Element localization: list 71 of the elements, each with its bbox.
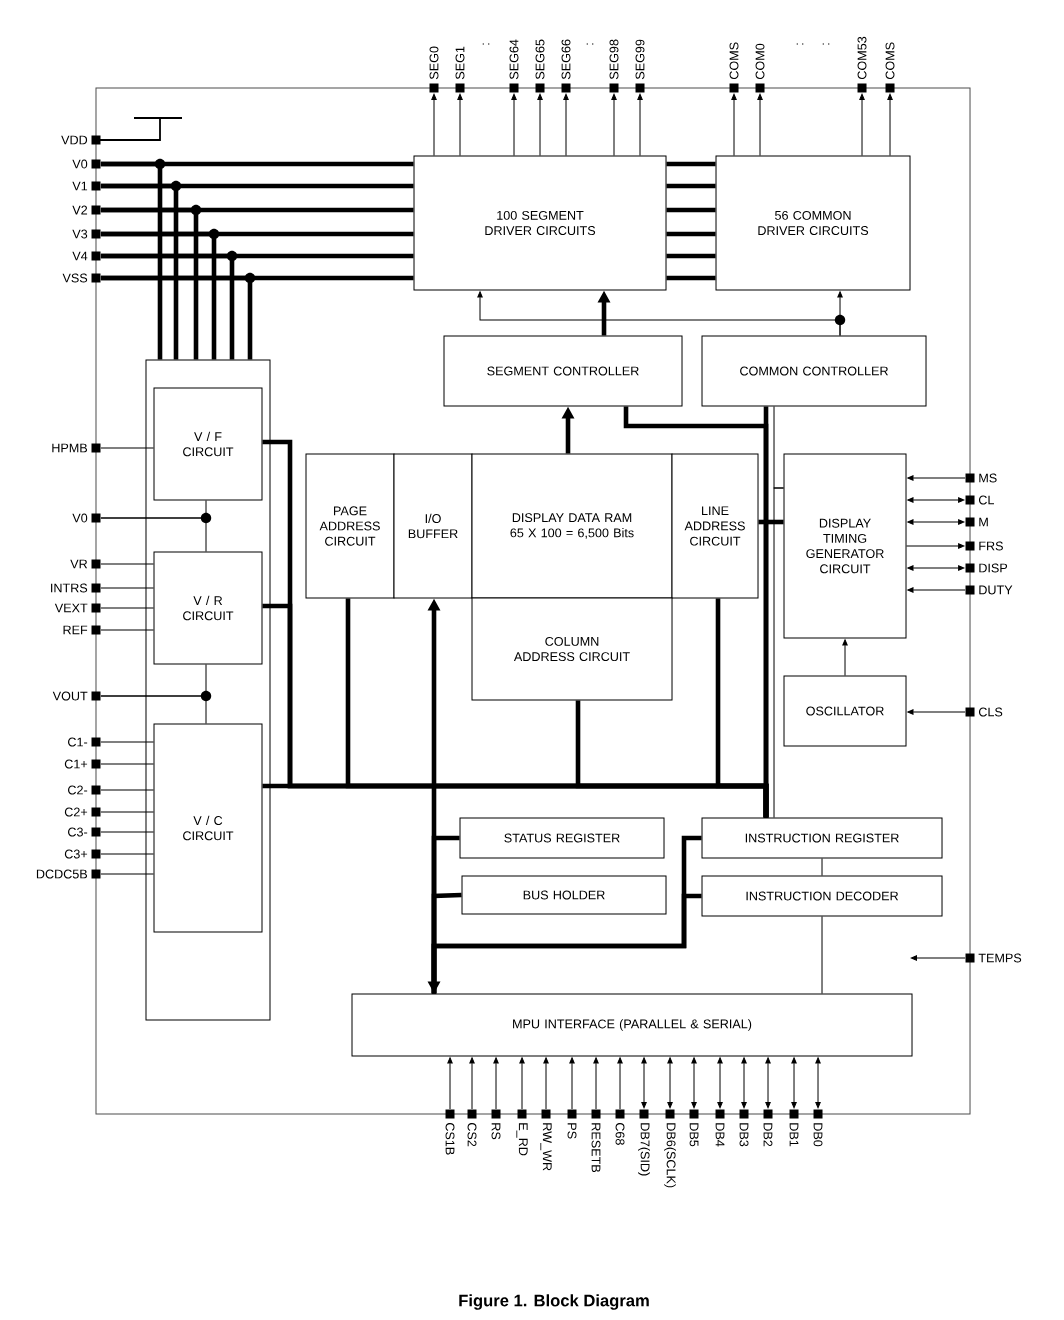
connection-line xyxy=(100,763,154,765)
arrow xyxy=(611,93,617,156)
arrow xyxy=(447,1057,453,1110)
connection-line xyxy=(100,207,199,360)
arrow xyxy=(906,543,965,549)
arrow xyxy=(569,1057,575,1110)
connection-line xyxy=(773,487,784,818)
figure-caption: Figure 1. Block Diagram xyxy=(459,1294,649,1310)
arrow xyxy=(907,497,965,503)
connection-line xyxy=(666,275,716,281)
connection-line xyxy=(100,183,179,360)
connection-line xyxy=(100,563,154,565)
connection-line xyxy=(100,873,154,875)
arrow xyxy=(837,291,843,336)
arrow xyxy=(637,93,643,156)
arrow xyxy=(511,93,517,156)
arrow xyxy=(757,93,763,156)
connection-line xyxy=(100,517,207,552)
connection-line xyxy=(100,231,217,360)
arrow xyxy=(431,93,437,156)
connection-line xyxy=(100,695,207,724)
connection-line xyxy=(821,916,823,994)
arrow xyxy=(907,519,965,525)
arrow xyxy=(765,1057,771,1109)
connection-line xyxy=(100,741,154,743)
connection-line xyxy=(100,275,253,360)
arrow xyxy=(593,1057,599,1110)
connection-line xyxy=(100,811,154,813)
connection-line xyxy=(763,406,769,818)
arrow xyxy=(537,93,543,156)
arrow xyxy=(457,93,463,156)
arrow xyxy=(887,93,893,156)
arrow xyxy=(617,1057,623,1110)
connection-line xyxy=(666,161,716,167)
arrow xyxy=(717,1057,723,1109)
arrow xyxy=(907,587,966,593)
arrow xyxy=(791,1057,797,1109)
connection-line xyxy=(100,587,154,589)
arrow xyxy=(563,93,569,156)
arrow xyxy=(641,1057,647,1109)
connection-line xyxy=(758,519,784,525)
arrow xyxy=(731,93,737,156)
arrow xyxy=(519,1057,525,1110)
connection-line xyxy=(100,161,163,360)
arrow xyxy=(469,1057,475,1110)
arrow xyxy=(543,1057,549,1110)
arrow xyxy=(842,639,848,676)
connection-line xyxy=(821,858,823,876)
connection-line xyxy=(100,789,154,791)
arrow xyxy=(815,1057,821,1109)
connection-line xyxy=(666,207,716,213)
arrow xyxy=(741,1057,747,1109)
arrow xyxy=(907,565,965,571)
arrow xyxy=(691,1057,697,1109)
connection-line xyxy=(666,231,716,237)
arrow xyxy=(910,955,966,961)
connection-line xyxy=(100,447,154,449)
connection-line xyxy=(100,253,235,360)
connection-line xyxy=(666,183,716,189)
connection-line xyxy=(100,629,154,631)
connection-line xyxy=(100,607,154,609)
connection-line xyxy=(431,893,702,994)
connection-line xyxy=(100,831,154,833)
connection-line xyxy=(666,253,716,259)
arrow xyxy=(907,709,966,715)
connection-line xyxy=(100,853,154,855)
arrow xyxy=(667,1057,673,1109)
arrow xyxy=(859,93,865,156)
arrow xyxy=(907,475,966,481)
arrow xyxy=(493,1057,499,1110)
circuit-frame xyxy=(145,359,271,1021)
